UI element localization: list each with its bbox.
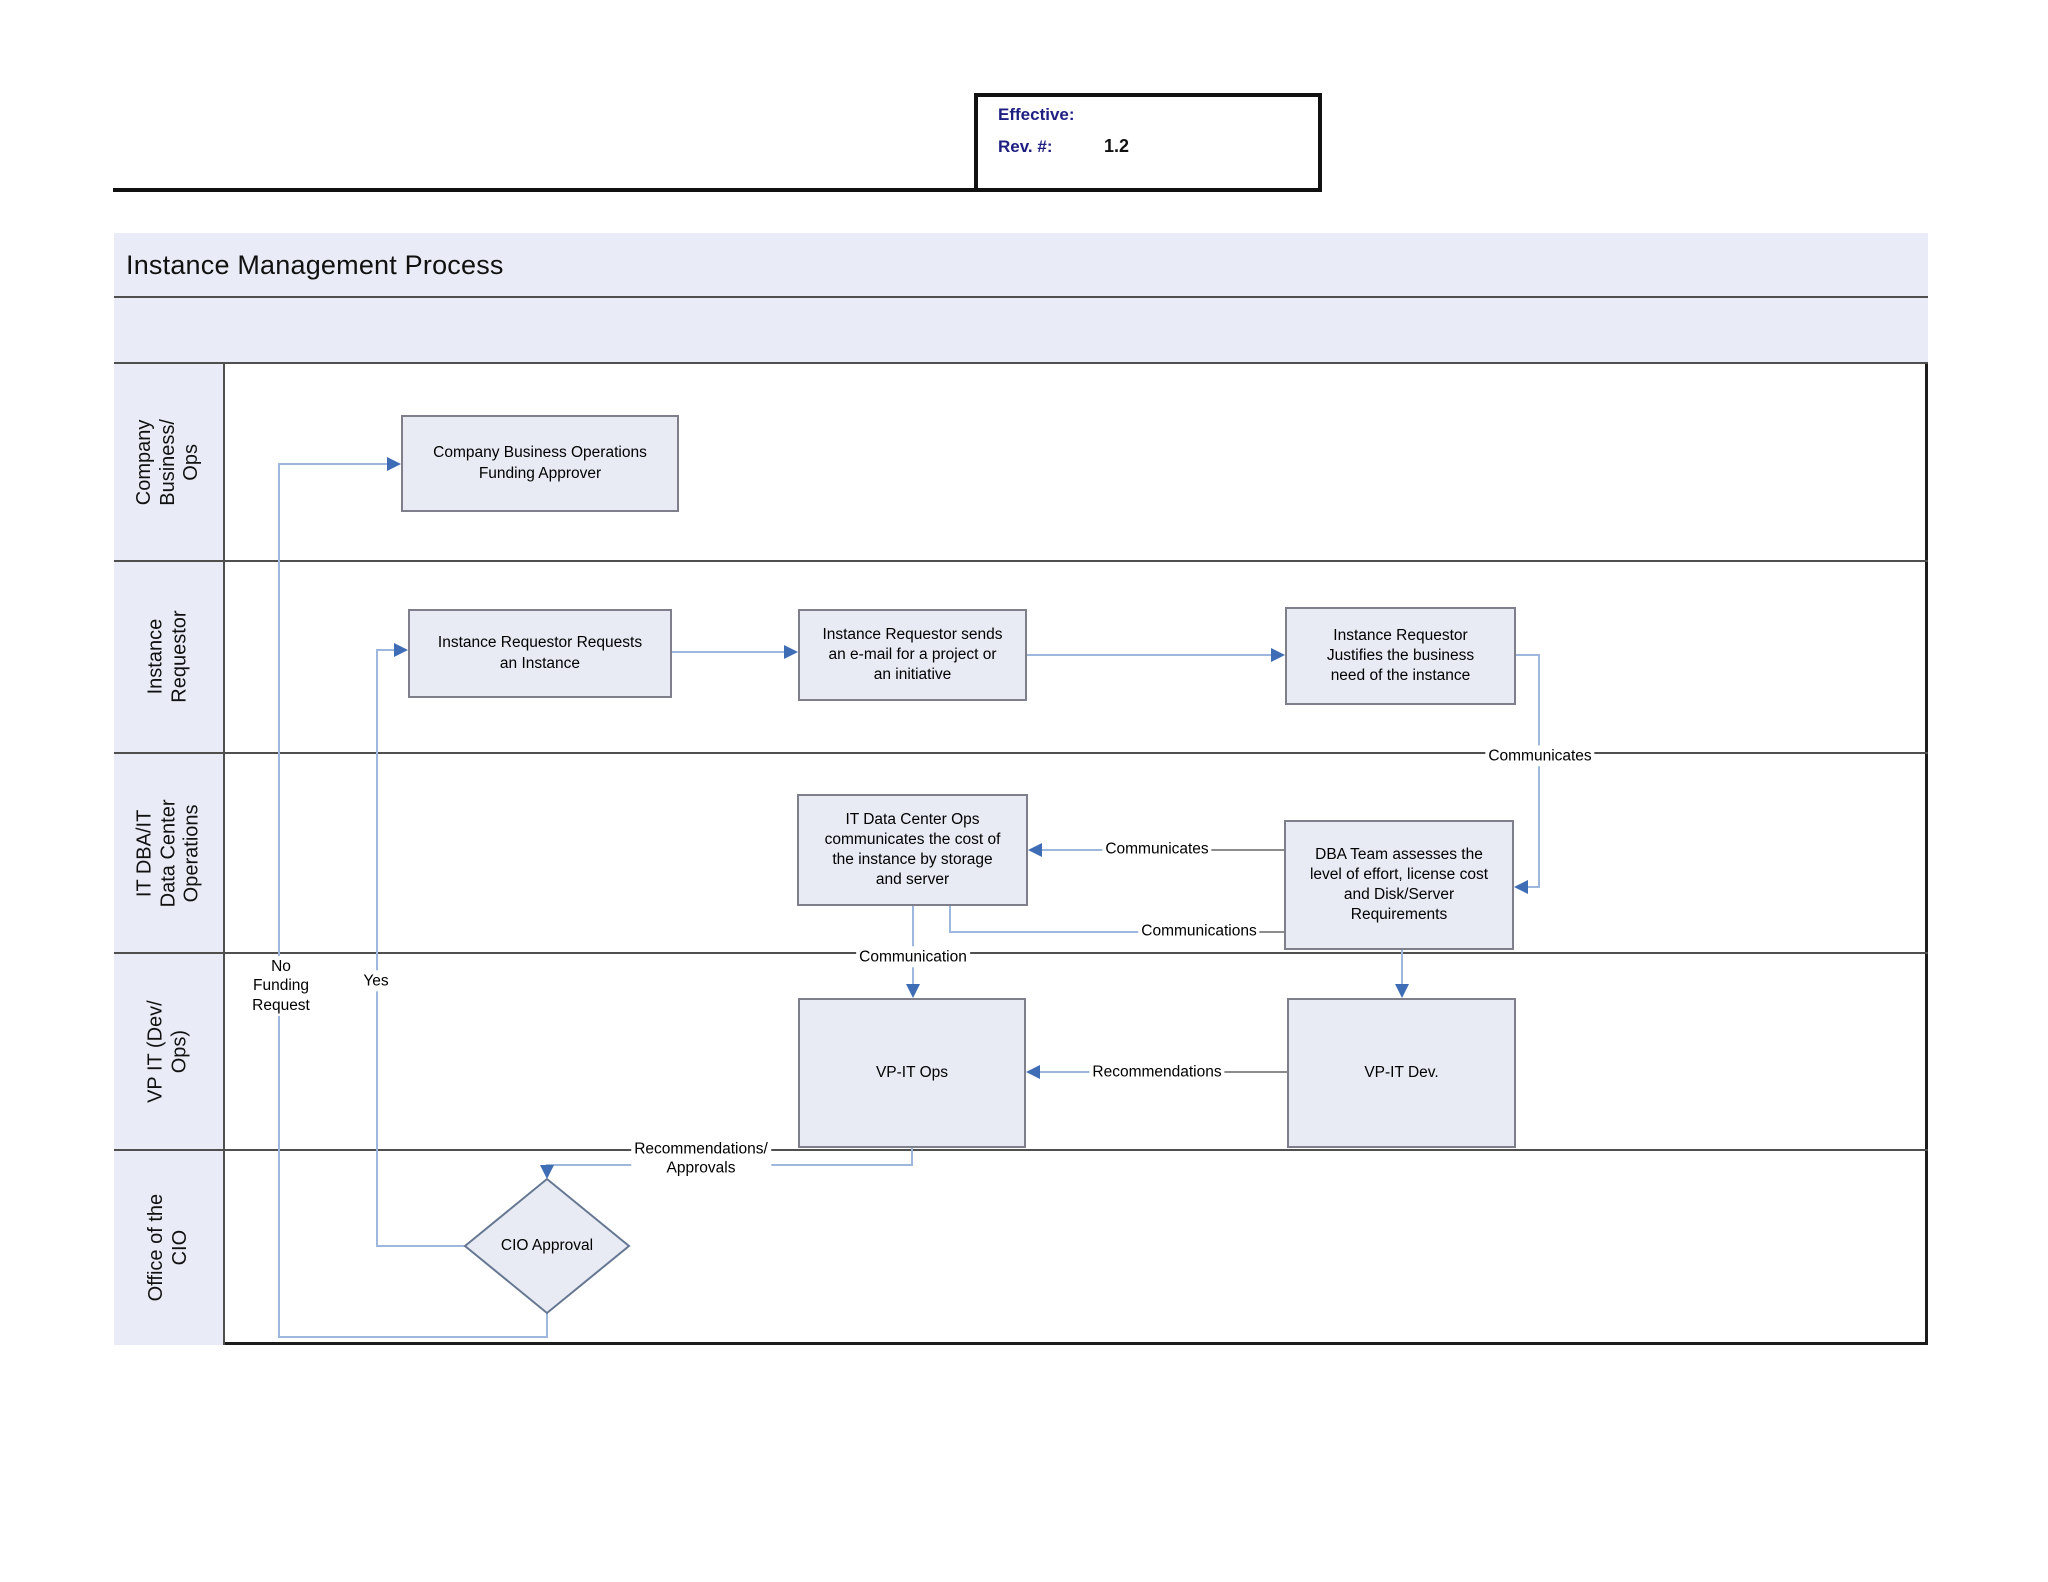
edge-label-yes: Yes: [360, 970, 392, 992]
label-column-divider: [223, 363, 225, 1345]
effective-label: Effective:: [998, 105, 1075, 124]
edge-label-recommendations-approvals: Recommendations/ Approvals: [631, 1138, 771, 1180]
lane-divider: [114, 1149, 1928, 1151]
row-divider: [114, 296, 1928, 298]
lane-label: Company Business/ Ops: [133, 418, 203, 506]
node-label: Instance Requestor sends an e-mail for a…: [822, 625, 1003, 684]
node-label: CIO Approval: [500, 1236, 594, 1254]
lane-instance-requestor: Instance Requestor: [114, 561, 223, 753]
lane-company-business-ops: Company Business/ Ops: [114, 363, 223, 561]
diagram-frame: [114, 233, 1928, 1345]
rev-value: 1.2: [1104, 136, 1130, 156]
lane-label: Instance Requestor: [144, 610, 191, 704]
lane-label: VP IT (Dev/ Ops): [144, 1000, 191, 1103]
node-sends-email: Instance Requestor sends an e-mail for a…: [798, 609, 1027, 701]
node-label: Instance Requestor Requests an Instance: [437, 634, 643, 672]
rev-label: Rev. #:: [998, 137, 1053, 156]
edge-label-no-funding-request: No Funding Request: [249, 955, 313, 1017]
lane-office-of-cio: Office of the CIO: [114, 1150, 223, 1345]
node-label: Instance Requestor Justifies the busines…: [1326, 626, 1475, 685]
node-itdc-cost: IT Data Center Ops communicates the cost…: [797, 794, 1028, 906]
lane-label: IT DBA/IT Data Center Operations: [133, 799, 203, 907]
node-label: VP-IT Ops: [875, 1063, 949, 1081]
lane-divider: [114, 560, 1928, 562]
lane-label: Office of the CIO: [144, 1193, 191, 1302]
node-requests-instance: Instance Requestor Requests an Instance: [408, 609, 672, 698]
page-title: Instance Management Process: [126, 250, 504, 280]
lane-vp-it: VP IT (Dev/ Ops): [114, 953, 223, 1150]
edge-label-communications: Communications: [1138, 920, 1260, 942]
lane-divider: [114, 752, 1928, 754]
row-divider: [114, 362, 1928, 364]
node-vp-it-dev: VP-IT Dev.: [1287, 998, 1516, 1148]
node-funding-approver: Company Business Operations Funding Appr…: [401, 415, 679, 512]
lane-divider: [114, 952, 1928, 954]
revision-box: Effective: Rev. #: 1.2: [974, 93, 1322, 192]
subtitle-band: [114, 298, 1928, 363]
edge-label-communication: Communication: [856, 946, 970, 968]
header-rule: [113, 188, 1322, 192]
edge-label-communicates: Communicates: [1102, 838, 1212, 860]
node-cio-approval: CIO Approval: [465, 1189, 629, 1303]
node-label: DBA Team assesses the level of effort, l…: [1309, 845, 1489, 924]
node-justifies-need: Instance Requestor Justifies the busines…: [1285, 607, 1516, 705]
edge-label-recommendations: Recommendations: [1089, 1061, 1225, 1083]
node-dba-assess: DBA Team assesses the level of effort, l…: [1284, 820, 1514, 950]
title-bar: Instance Management Process: [114, 233, 1928, 298]
node-label: VP-IT Dev.: [1364, 1063, 1439, 1081]
node-label: IT Data Center Ops communicates the cost…: [824, 810, 1001, 889]
edge-label-communicates-boundary: Communicates: [1485, 745, 1595, 767]
lane-it-dba-datacenter: IT DBA/IT Data Center Operations: [114, 753, 223, 953]
node-vp-it-ops: VP-IT Ops: [798, 998, 1026, 1148]
node-label: Company Business Operations Funding Appr…: [433, 444, 647, 482]
